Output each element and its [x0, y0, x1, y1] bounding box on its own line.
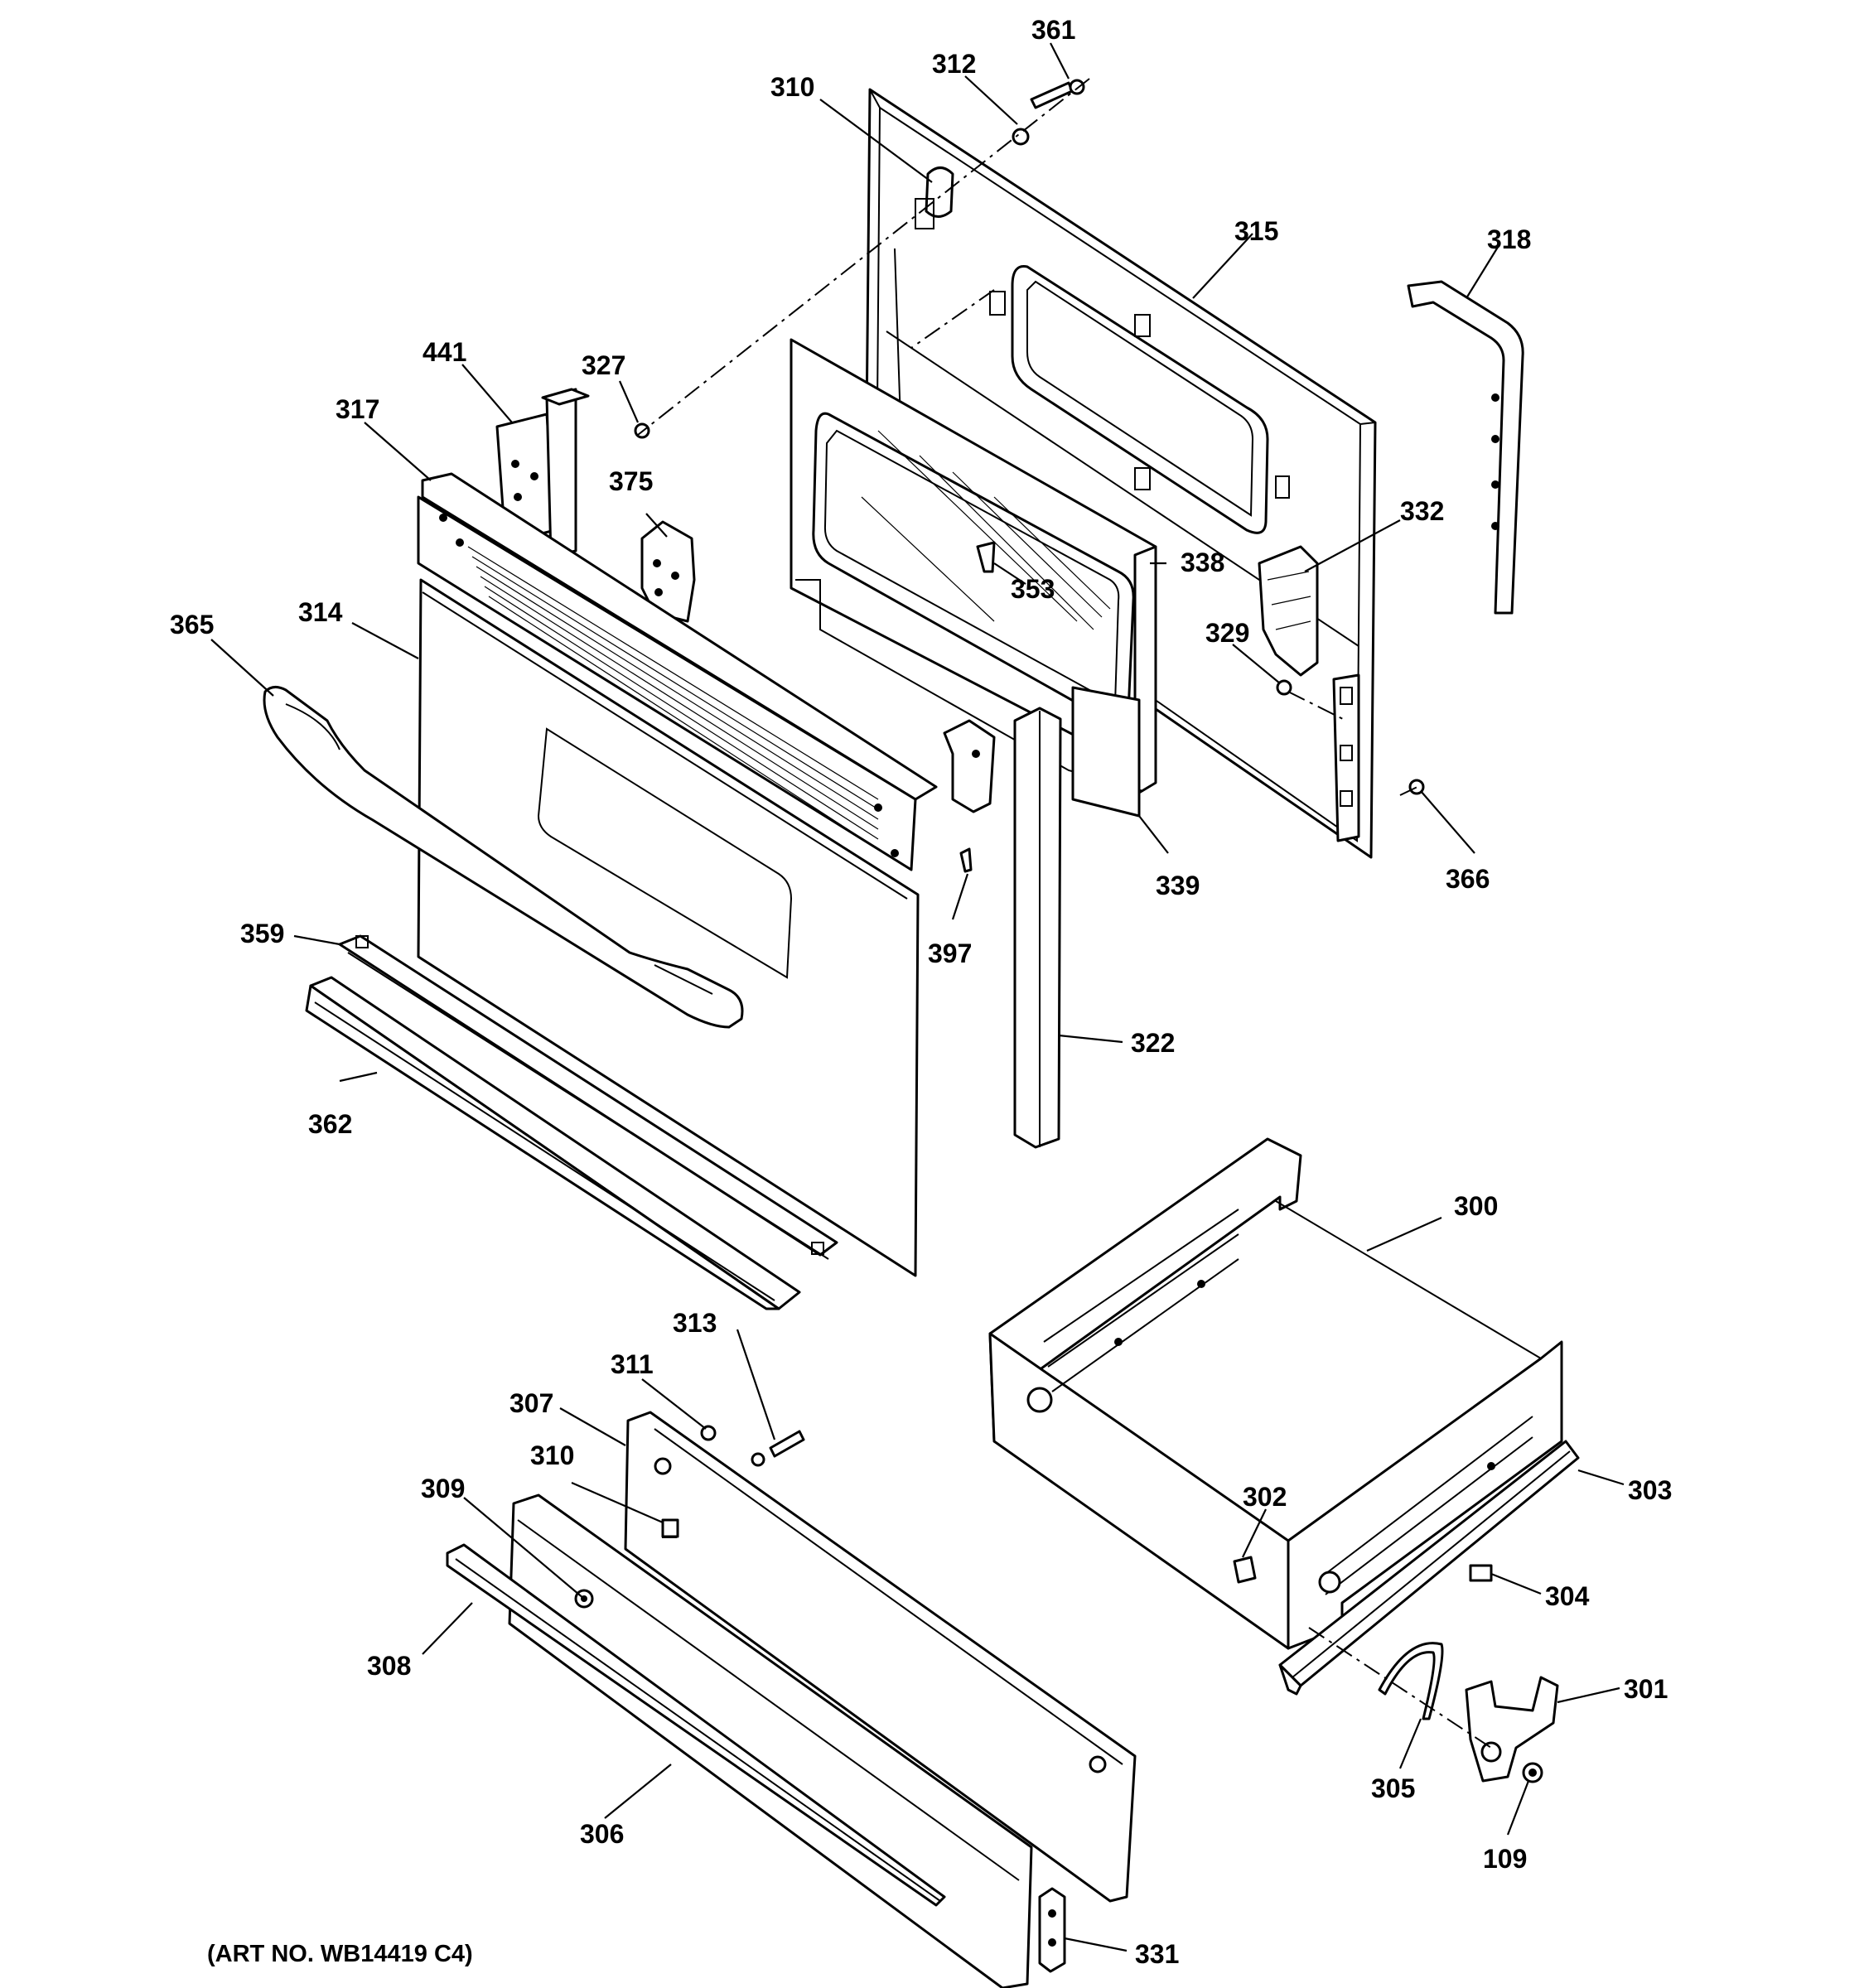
- callout-317: 317: [336, 394, 379, 424]
- callout-301: 301: [1624, 1674, 1668, 1704]
- callout-310-bottom: 310: [530, 1440, 574, 1470]
- callout-305: 305: [1371, 1773, 1415, 1803]
- leader-lines: [210, 42, 1625, 1952]
- callout-306: 306: [580, 1819, 624, 1849]
- callout-313: 313: [673, 1308, 717, 1338]
- part-drawer-trim: [446, 1543, 946, 1907]
- part-screws-top: [634, 79, 1425, 873]
- callout-332: 332: [1400, 496, 1444, 526]
- callout-314: 314: [298, 597, 343, 627]
- callout-308: 308: [367, 1651, 411, 1681]
- part-insulation-block: [1258, 545, 1319, 677]
- callout-329: 329: [1205, 618, 1249, 648]
- callout-331: 331: [1135, 1939, 1179, 1969]
- part-pin: [1233, 1556, 1257, 1584]
- part-hinge-plate: [640, 520, 696, 623]
- part-side-bracket: [943, 719, 996, 813]
- part-drawer-body: [988, 1137, 1563, 1650]
- part-clip: [1469, 1564, 1493, 1582]
- callout-362: 362: [308, 1109, 352, 1139]
- part-hinge-bracket: [495, 388, 590, 558]
- part-vent-trim: [417, 472, 938, 871]
- alignment-line: [637, 78, 1090, 436]
- callout-366: 366: [1446, 864, 1490, 894]
- callout-311: 311: [611, 1349, 654, 1379]
- part-screws-bottom: [661, 1425, 805, 1538]
- callout-327: 327: [582, 350, 625, 380]
- callout-322: 322: [1131, 1028, 1175, 1058]
- callout-318: 318: [1487, 224, 1531, 254]
- part-wire-spring: [1378, 1642, 1444, 1720]
- part-drawer-inner-panel: [624, 1411, 1137, 1903]
- part-door-trim-strip: [338, 934, 838, 1260]
- part-drawer-bottom-bracket: [1038, 1887, 1066, 1973]
- callout-397: 397: [928, 939, 972, 968]
- part-door-gasket: [1407, 280, 1524, 615]
- callout-309: 309: [421, 1474, 465, 1503]
- callout-361: 361: [1031, 15, 1075, 45]
- part-drawer-bracket: [1465, 1676, 1559, 1783]
- part-door-handle: [263, 686, 744, 1029]
- callout-312: 312: [932, 49, 976, 79]
- part-side-trim: [1013, 707, 1062, 1149]
- alignment-line: [1308, 1627, 1492, 1749]
- callout-339: 339: [1156, 871, 1200, 900]
- part-bottom-door-trim: [305, 976, 801, 1310]
- callout-304: 304: [1545, 1581, 1590, 1611]
- alignment-line: [1287, 691, 1347, 721]
- callout-109: 109: [1483, 1844, 1527, 1874]
- callout-365: 365: [170, 610, 214, 639]
- art-number: (ART NO. WB14419 C4): [207, 1941, 473, 1967]
- callout-302: 302: [1243, 1482, 1287, 1512]
- callout-315: 315: [1234, 216, 1278, 246]
- callout-375: 375: [609, 466, 653, 496]
- callout-307: 307: [509, 1388, 553, 1418]
- callout-441: 441: [423, 337, 466, 367]
- callout-359: 359: [240, 919, 284, 948]
- callout-353: 353: [1011, 574, 1055, 604]
- part-drawer-slide-rail: [1278, 1440, 1580, 1696]
- callout-300: 300: [1454, 1191, 1498, 1221]
- callout-303: 303: [1628, 1475, 1672, 1505]
- part-outer-door-panel: [864, 88, 1377, 859]
- callout-338: 338: [1181, 548, 1224, 577]
- alignment-line: [1399, 784, 1422, 796]
- callout-310-top: 310: [770, 72, 814, 102]
- alignment-line: [910, 289, 995, 349]
- callout-labels: 361 312 310 315 318 441 327 317 375 332 …: [170, 15, 1672, 1969]
- part-inner-door-frame: [1071, 686, 1141, 818]
- part-inner-door-window: [790, 338, 1157, 797]
